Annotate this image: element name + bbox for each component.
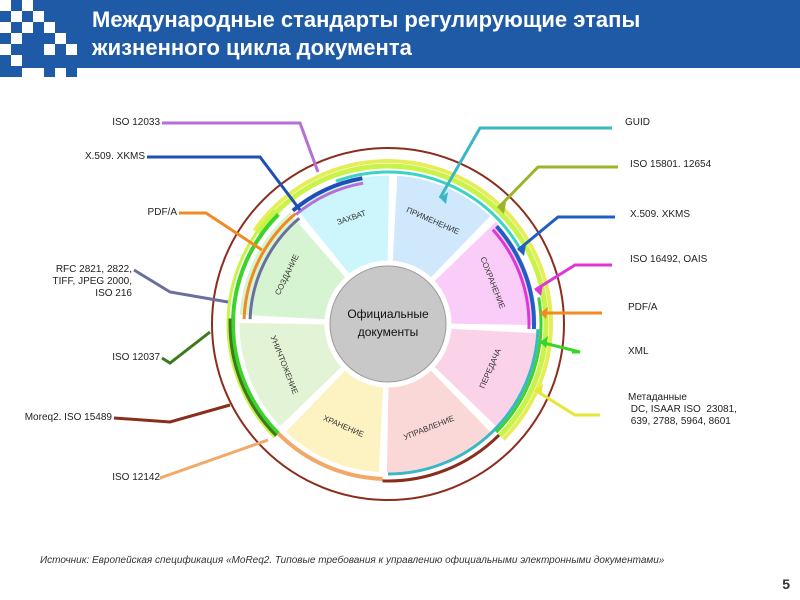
title-line-1: Международные стандарты регулирующие эта… (92, 7, 641, 32)
page-number: 5 (782, 576, 790, 592)
sector-7 (236, 319, 346, 431)
right-arrowhead-4 (535, 284, 543, 296)
outer-ring (211, 147, 565, 501)
right-connector-1 (438, 126, 612, 199)
ring-arc-11 (242, 212, 297, 320)
left-connector-5 (161, 330, 211, 365)
right-arrowhead-1 (440, 192, 448, 204)
left-label-2: X.509. XKMS (84, 151, 145, 162)
right-label-2: ISO 15801. 12654 (630, 159, 712, 170)
ring-arc-3 (335, 170, 521, 249)
ring-arc-16 (387, 329, 540, 476)
right-label-5: PDF/A (628, 302, 658, 313)
checker-decoration (0, 0, 88, 80)
left-connector-7 (159, 438, 269, 480)
connectors-group (113, 121, 618, 480)
right-connector-6 (539, 340, 581, 354)
left-connector-6 (113, 403, 231, 424)
ring-arc-15 (382, 433, 501, 483)
ring-arc-10 (226, 209, 276, 439)
right-connector-3 (517, 215, 615, 252)
right-label-7: Метаданные DC, ISAAR ISO 23081, 639, 278… (628, 392, 737, 427)
right-arrowhead-7 (535, 384, 543, 396)
right-label-4: ISO 16492, OAIS (630, 254, 708, 265)
source-note: Источник: Европейская спецификация «MoRe… (40, 555, 665, 566)
left-label-7: ISO 12142 (112, 472, 160, 483)
ring-arc-8 (295, 181, 364, 216)
ring-arc-2 (252, 159, 553, 441)
right-connector-2 (496, 165, 618, 210)
ring-arc-13 (228, 318, 278, 437)
left-connector-2 (147, 155, 302, 211)
left-label-4: RFC 2821, 2822, TIFF, JPEG 2000, ISO 216 (52, 264, 132, 299)
sector-8 (236, 208, 350, 323)
left-label-1: ISO 12033 (112, 117, 160, 128)
right-label-1: GUID (625, 117, 650, 128)
right-arrowhead-5 (540, 307, 548, 319)
rings-group (211, 147, 565, 501)
left-label-6: Moreq2. ISO 15489 (24, 412, 112, 423)
right-label-3: X.509. XKMS (630, 209, 691, 220)
sector-2 (389, 172, 495, 282)
header-bar (0, 0, 800, 68)
title-line-2: жизненного цикла документа (92, 35, 412, 60)
right-label-6: XML (628, 346, 649, 357)
center-text-2: документы (358, 325, 419, 339)
right-arrowhead-6 (540, 336, 548, 348)
ring-arc-6 (495, 297, 543, 434)
left-connector-1 (162, 121, 320, 173)
left-connector-3 (179, 211, 263, 252)
ring-arc-9 (231, 212, 280, 436)
left-label-3: PDF/A (147, 207, 177, 218)
ring-arc-12 (248, 217, 301, 320)
ring-arc-5 (491, 228, 531, 329)
right-arrowhead-3 (518, 244, 526, 256)
right-arrowhead-2 (498, 202, 506, 214)
slide-title: Международные стандарты регулирующие эта… (92, 6, 792, 62)
sector-6 (281, 366, 387, 476)
left-connector-4 (133, 268, 229, 304)
left-label-5: ISO 12037 (112, 352, 160, 363)
ring-arc-4 (495, 224, 536, 330)
center-group: Официальные документы (329, 265, 447, 383)
right-connector-4 (534, 263, 612, 292)
center-circle (329, 265, 447, 383)
ring-arc-14 (276, 432, 383, 481)
center-text-1: Официальные (347, 307, 429, 321)
right-connector-7 (534, 388, 600, 417)
ring-arc-1 (256, 163, 549, 438)
